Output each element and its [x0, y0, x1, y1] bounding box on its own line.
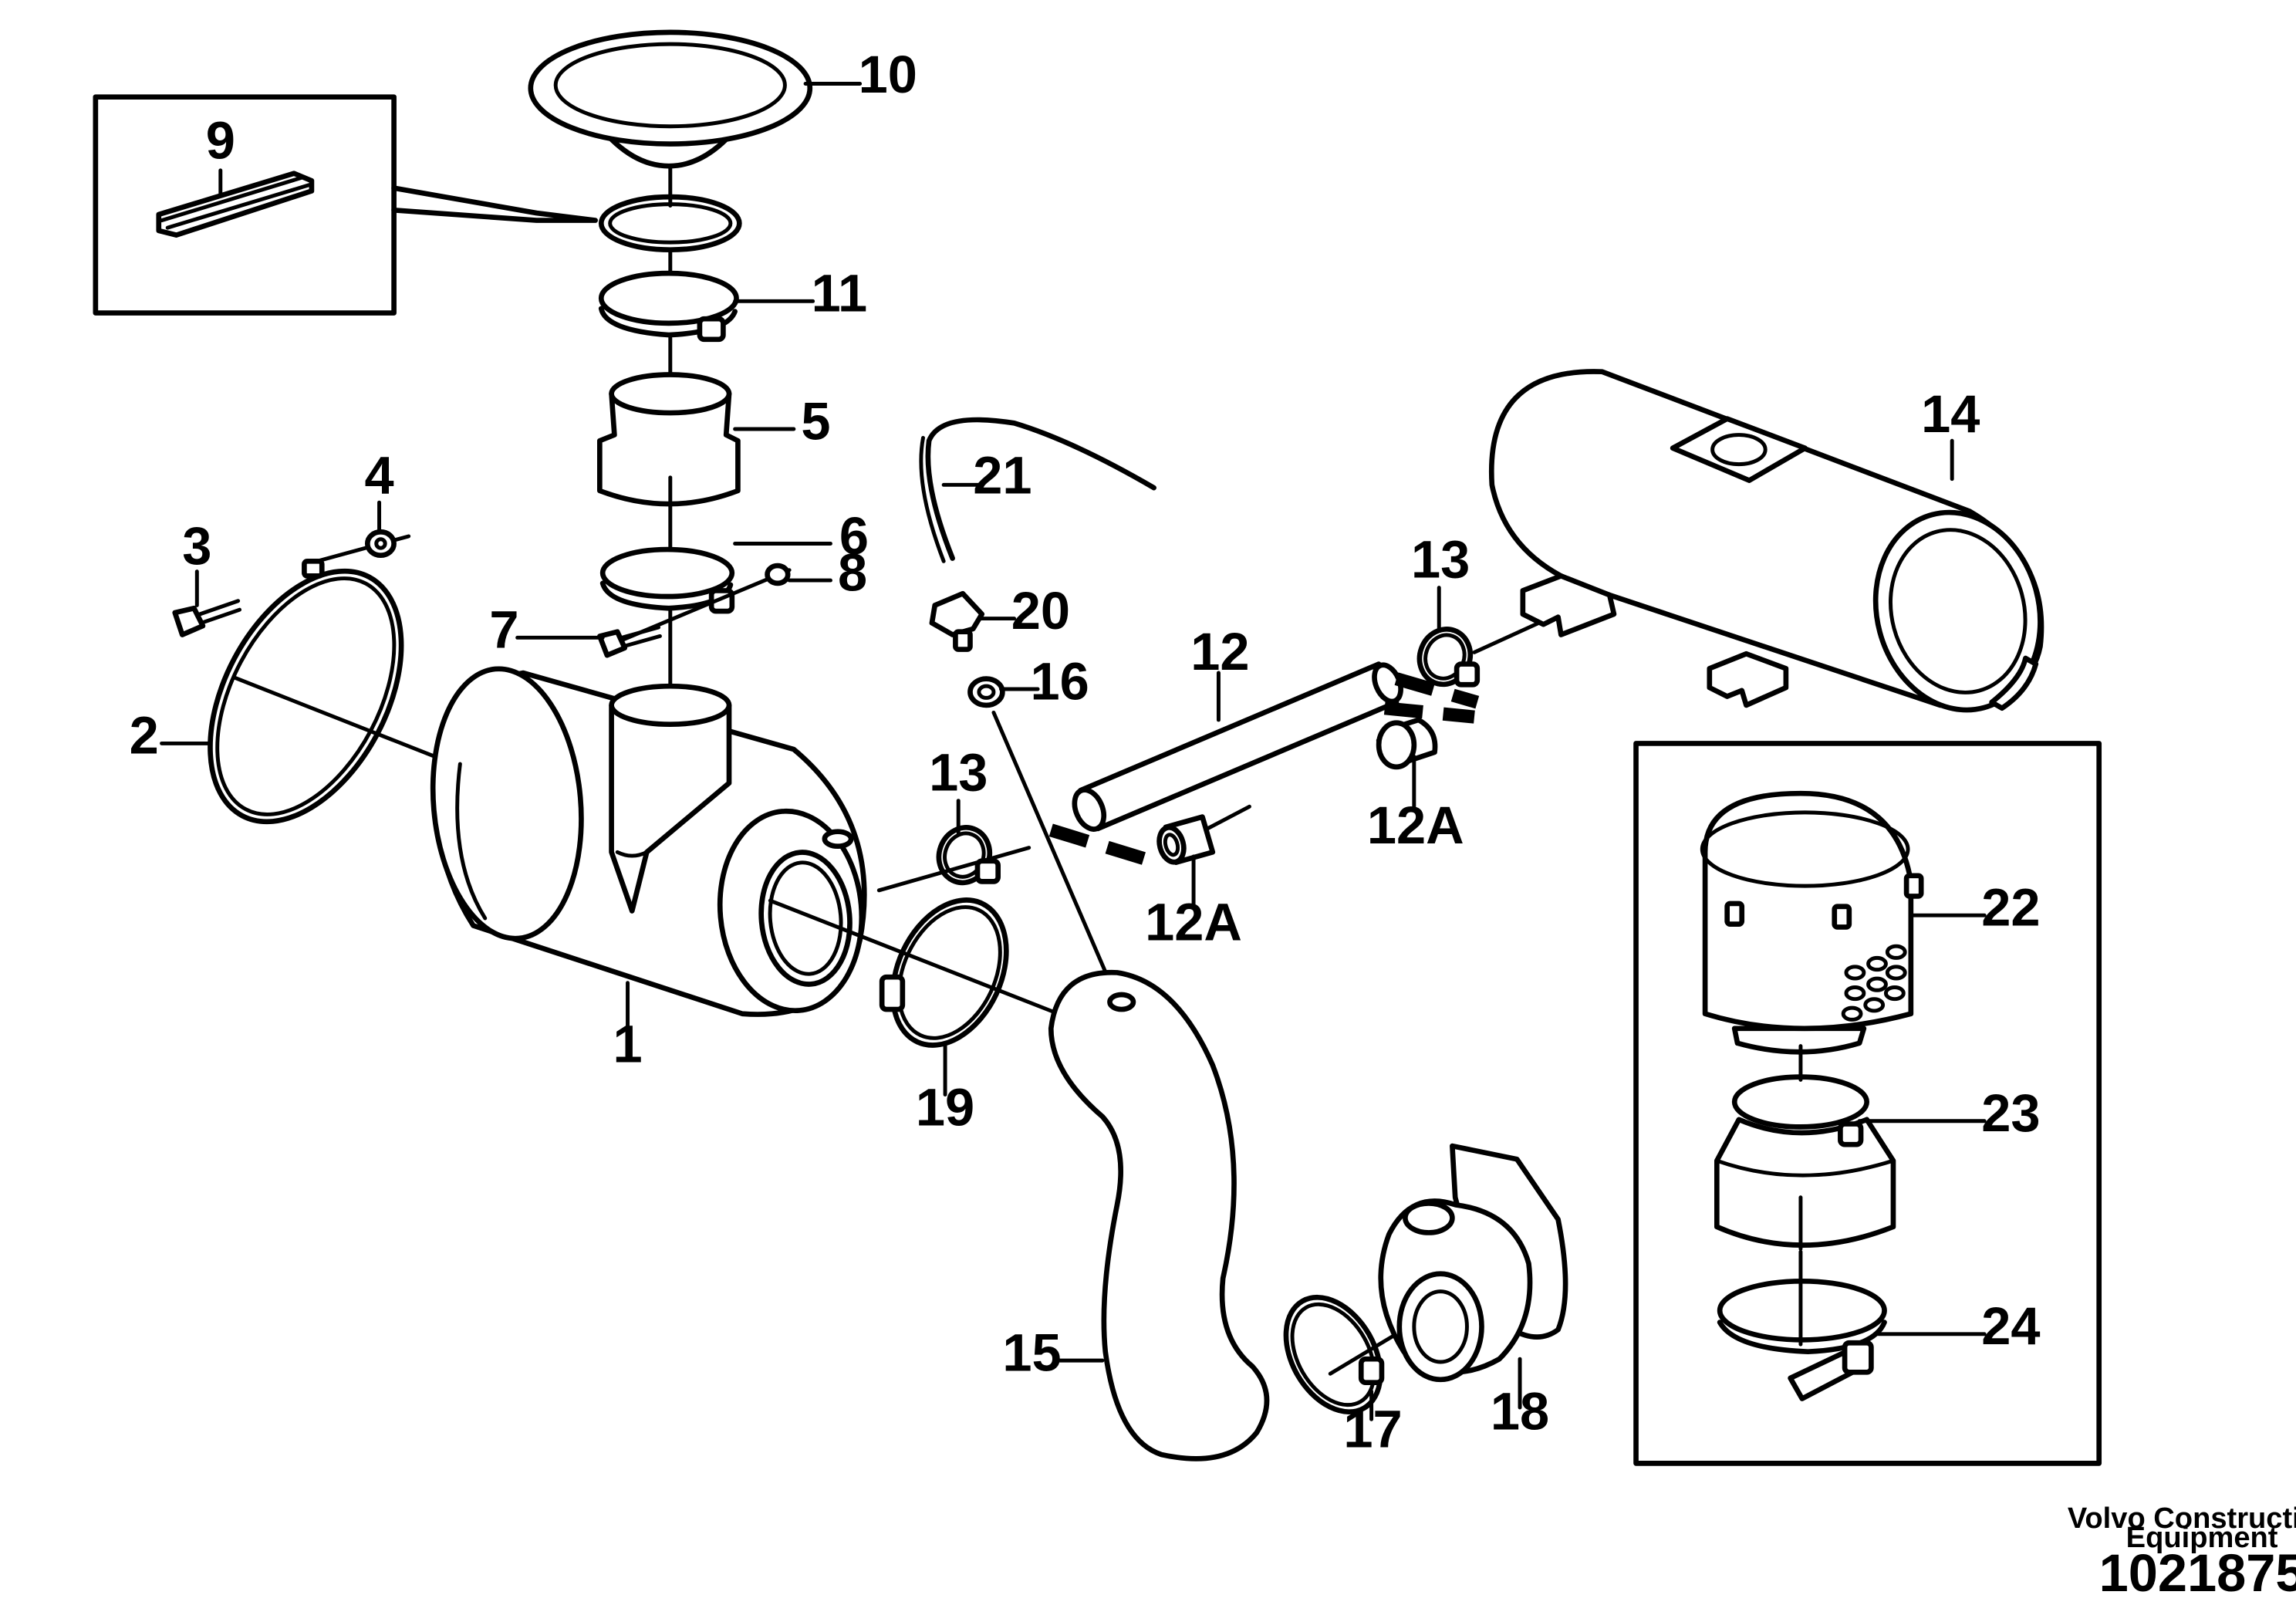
sleeve-part-12a-right: [1376, 717, 1438, 770]
adapter-part-23: [1714, 1074, 1896, 1251]
assembly-line-clamp13: [876, 846, 1032, 893]
rubber-strip-part-9: [156, 171, 315, 238]
brand-line-1: Volvo Construction: [2068, 1502, 2296, 1535]
precleaner-vents: [1841, 944, 1907, 1022]
leader-lines: [160, 82, 1987, 1421]
assembly-line-sensor: [991, 710, 1119, 1002]
label-part-10: 10: [859, 45, 917, 104]
label-part-3: 3: [182, 516, 211, 576]
rain-cap-part-10: [528, 29, 813, 169]
brand-line-2: Equipment: [2126, 1522, 2278, 1554]
assembly-line-outlet: [768, 898, 1061, 1016]
label-part-13-left: 13: [929, 742, 988, 802]
label-part-2: 2: [130, 706, 159, 765]
rubber-hose-part-5: [597, 372, 741, 507]
sleeve-part-12a-left: [1156, 814, 1216, 865]
label-part-12: 12: [1190, 622, 1249, 681]
dash-line-right: [1383, 672, 1480, 724]
label-part-11: 11: [812, 264, 867, 323]
label-part-17: 17: [1343, 1399, 1402, 1458]
grommet-part-16: [967, 676, 1005, 708]
inset-detail-9: [93, 94, 598, 316]
sensor-part-20: [929, 590, 985, 652]
label-part-20: 20: [1011, 581, 1070, 640]
label-part-9: 9: [206, 111, 235, 171]
label-part-1: 1: [613, 1015, 642, 1074]
air-filter-housing-part-1: [430, 666, 867, 1017]
hose-clamp-part-13-left: [936, 825, 1001, 886]
pipe-part-12: [1072, 661, 1403, 832]
dash-line-left: [1048, 823, 1163, 870]
label-part-8: 8: [838, 542, 867, 602]
label-part-13-right: 13: [1411, 529, 1470, 589]
washer-part-4: [364, 529, 397, 559]
label-part-5: 5: [801, 391, 830, 451]
footer: Volvo Construction Equipment 1021875: [2068, 1502, 2296, 1603]
hose-clamp-part-19: [879, 897, 1009, 1048]
label-part-7: 7: [489, 600, 518, 660]
hose-part-21: [919, 417, 1156, 563]
label-part-19: 19: [916, 1077, 974, 1137]
drawing-number: 1021875: [2099, 1543, 2296, 1603]
tank-part-14: [1488, 369, 2044, 713]
hose-clamp-part-13-right: [1416, 626, 1481, 688]
label-part-22: 22: [1981, 878, 2040, 938]
label-part-21: 21: [973, 446, 1032, 505]
washer-part-8: [765, 563, 791, 586]
label-part-15: 15: [1002, 1323, 1061, 1382]
label-part-6: 6: [839, 506, 869, 566]
turbocharger-part-18: [1378, 1143, 1568, 1383]
band-clamp-part-2: [208, 558, 404, 825]
label-part-18: 18: [1491, 1382, 1549, 1441]
label-part-24: 24: [1981, 1296, 2040, 1356]
bolt-part-3: [172, 599, 242, 637]
label-part-12a-left: 12A: [1145, 893, 1242, 952]
part-labels: 1 2 3 4 5 6 7 8 9 10 11 12 12A 12A 13 13…: [130, 45, 2041, 1458]
elbow-hose-part-15: [1048, 970, 1270, 1461]
label-part-4: 4: [364, 446, 393, 505]
label-part-14: 14: [1921, 384, 1980, 444]
hose-clamp-part-17: [1283, 1294, 1385, 1415]
hose-clamp-part-11: [598, 270, 739, 343]
bolt-part-7: [597, 625, 662, 658]
label-part-23: 23: [1981, 1083, 2040, 1143]
label-part-12a-right: 12A: [1367, 796, 1464, 855]
precleaner-part-22: [1700, 790, 1924, 1055]
inset-detail-22-24: [1633, 741, 2102, 1466]
label-part-16: 16: [1031, 651, 1089, 711]
